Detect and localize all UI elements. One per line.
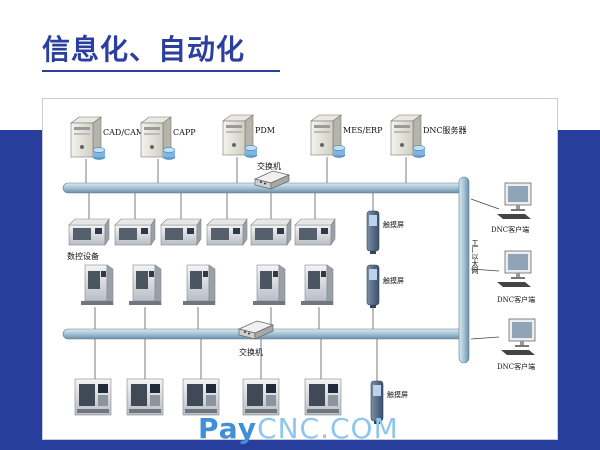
machining-center-icon xyxy=(242,378,280,416)
dnc-client-label: DNC客户端 xyxy=(497,362,535,371)
server-icon xyxy=(140,116,176,160)
cnc-equipment-label: 数控设备 xyxy=(67,251,99,261)
title-underline xyxy=(42,70,280,72)
computer-icon xyxy=(496,250,532,288)
machining-center-icon xyxy=(182,378,220,416)
touch-screen-label: 触摸屏 xyxy=(387,390,408,399)
switch-label-top: 交换机 xyxy=(257,161,281,171)
cnc-lathe-icon xyxy=(206,218,248,246)
server-label: CAPP xyxy=(173,128,196,137)
server-icon xyxy=(222,114,258,158)
server-icon xyxy=(390,114,426,158)
server-label: PDM xyxy=(255,126,275,135)
machining-center-icon xyxy=(74,378,112,416)
factory-ethernet-label: 工厂以太网 xyxy=(471,239,479,275)
touch-screen-label: 触摸屏 xyxy=(383,276,404,285)
dnc-client-label: DNC客户端 xyxy=(497,295,535,304)
cnc-mill-icon xyxy=(80,264,114,306)
connector-lines xyxy=(85,157,500,381)
watermark: PayCNC.COM xyxy=(198,412,399,445)
computer-icon xyxy=(500,318,536,356)
page-title: 信息化、自动化 xyxy=(42,33,246,66)
cnc-lathe-icon xyxy=(114,218,156,246)
server-label: CAD/CAM xyxy=(103,128,144,137)
touch-screen-icon xyxy=(366,210,380,255)
cnc-mill-icon xyxy=(252,264,286,306)
server-icon xyxy=(310,114,346,158)
cnc-lathe-icon xyxy=(294,218,336,246)
dnc-client-label: DNC客户端 xyxy=(491,225,529,234)
cnc-mill-icon xyxy=(182,264,216,306)
cnc-lathe-icon xyxy=(250,218,292,246)
cnc-mill-icon xyxy=(300,264,334,306)
server-label: MES/ERP xyxy=(343,126,383,135)
machining-center-icon xyxy=(126,378,164,416)
watermark-part-2: CNC.COM xyxy=(257,412,399,445)
network-diagram: CAD/CAM CAPP PDM MES/ERP DNC服务器 交换机 触摸屏 … xyxy=(62,114,536,425)
computer-icon xyxy=(496,182,532,220)
diagram-panel: CAD/CAM CAPP PDM MES/ERP DNC服务器 交换机 触摸屏 … xyxy=(42,98,558,440)
cnc-mill-icon xyxy=(128,264,162,306)
touch-screen-icon xyxy=(366,264,380,309)
switch-label-bottom: 交换机 xyxy=(239,347,263,357)
server-label: DNC服务器 xyxy=(423,125,467,135)
factory-ethernet-bus xyxy=(458,176,470,364)
server-icon xyxy=(70,116,106,160)
cnc-lathe-icon xyxy=(68,218,110,246)
touch-screen-label: 触摸屏 xyxy=(383,220,404,229)
watermark-part-1: Pay xyxy=(198,412,258,445)
cnc-lathe-icon xyxy=(160,218,202,246)
machining-center-icon xyxy=(304,378,342,416)
